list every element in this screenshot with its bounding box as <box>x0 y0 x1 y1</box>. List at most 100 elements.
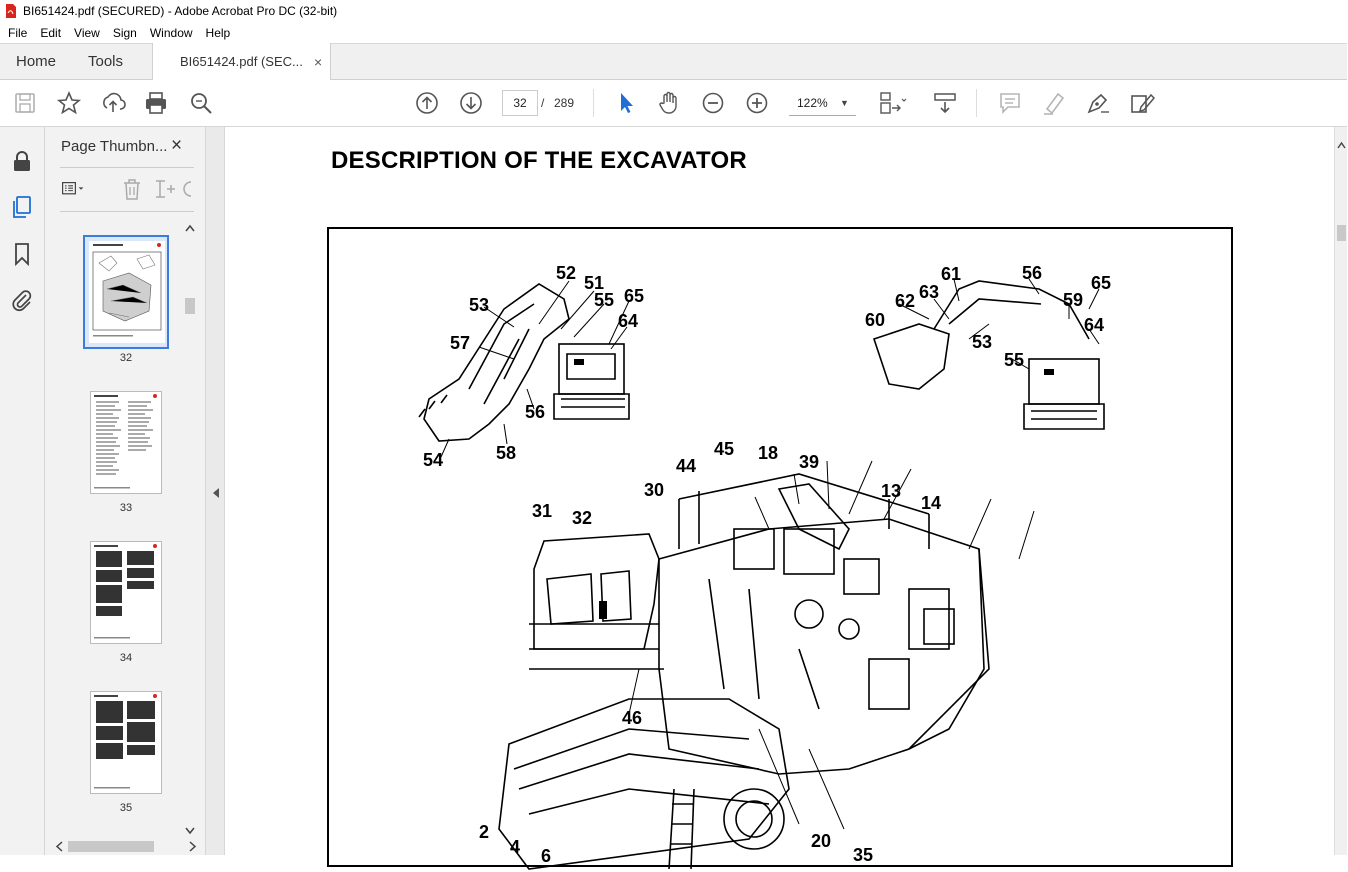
thumbnail-preview-image <box>94 544 157 639</box>
callout-label: 30 <box>644 480 665 500</box>
window-titlebar: BI651424.pdf (SECURED) - Adobe Acrobat P… <box>0 0 1347 22</box>
select-cursor-icon[interactable] <box>612 90 638 116</box>
callout-label: 62 <box>895 291 916 311</box>
thumbnail-preview-image <box>89 241 165 343</box>
bookmark-icon[interactable] <box>10 242 34 267</box>
callout-label: 51 <box>584 273 605 293</box>
hand-tool-icon[interactable] <box>656 90 682 116</box>
insert-page-icon[interactable] <box>153 178 177 200</box>
previous-page-icon[interactable] <box>414 90 440 116</box>
chevron-down-icon[interactable]: ▼ <box>840 98 849 108</box>
page-separator: / <box>541 96 545 110</box>
callout-label: 56 <box>1022 263 1043 283</box>
page-total: 289 <box>554 96 575 110</box>
panel-title: Page Thumbn... <box>61 138 168 155</box>
tabbar: Home Tools BI651424.pdf (SEC... × <box>0 43 1347 81</box>
callout-label: 53 <box>469 295 490 315</box>
thumbnail-page-35[interactable] <box>90 691 162 794</box>
thumbnail-label: 35 <box>119 802 133 814</box>
tab-close-button[interactable]: × <box>314 54 323 70</box>
tab-document[interactable]: BI651424.pdf (SEC... × <box>152 43 331 81</box>
thumbnail-page-32[interactable] <box>83 235 169 349</box>
thumbnail-page-34[interactable] <box>90 541 162 644</box>
window-title: BI651424.pdf (SECURED) - Adobe Acrobat P… <box>23 4 338 18</box>
thumbnail-options-icon[interactable] <box>61 178 85 200</box>
callout-label: 59 <box>1063 290 1084 310</box>
callout-label: 35 <box>853 845 874 865</box>
callout-label: 18 <box>758 443 779 463</box>
next-page-icon[interactable] <box>458 90 484 116</box>
pdf-app-icon <box>6 4 16 18</box>
zoom-out-icon[interactable] <box>700 90 726 116</box>
rotate-icon[interactable] <box>183 178 193 200</box>
page-number-input[interactable]: 32 <box>502 90 538 116</box>
left-rail <box>0 127 45 855</box>
callout-label: 65 <box>624 286 645 306</box>
attachment-icon[interactable] <box>10 288 34 312</box>
document-view[interactable]: DESCRIPTION OF THE EXCAVATOR <box>225 127 1334 870</box>
panel-close-button[interactable]: × <box>171 135 183 156</box>
thumbnails-hscrollbar[interactable] <box>52 838 200 855</box>
thumbnail-preview-image <box>94 394 157 489</box>
callout-label: 32 <box>572 508 593 528</box>
divider <box>60 167 194 168</box>
tab-home[interactable]: Home <box>16 53 57 70</box>
callout-label: 20 <box>811 831 832 851</box>
zoom-select[interactable]: 122% <box>789 90 856 116</box>
page-thumbnails-icon[interactable] <box>10 195 34 219</box>
callout-label: 61 <box>941 264 962 284</box>
thumbnail-page-33[interactable] <box>90 391 162 494</box>
callout-label: 14 <box>921 493 942 513</box>
scroll-mode-icon[interactable] <box>932 90 958 116</box>
collapse-panel-icon[interactable] <box>206 127 226 855</box>
callout-label: 54 <box>423 450 444 470</box>
menu-file[interactable]: File <box>8 25 28 40</box>
callout-label: 57 <box>450 333 471 353</box>
callout-label: 13 <box>881 481 902 501</box>
page-fit-icon[interactable] <box>878 90 907 116</box>
callout-label: 53 <box>972 332 993 352</box>
menu-edit[interactable]: Edit <box>40 25 62 40</box>
callout-label: 45 <box>714 439 735 459</box>
menu-help[interactable]: Help <box>205 25 231 40</box>
save-icon[interactable] <box>12 90 38 116</box>
callout-label: 6 <box>541 846 552 866</box>
upload-icon[interactable] <box>100 90 126 116</box>
callout-label: 64 <box>618 311 639 331</box>
delete-icon[interactable] <box>120 178 144 200</box>
tab-document-label: BI651424.pdf (SEC... <box>180 54 303 69</box>
highlight-icon[interactable] <box>1041 90 1067 116</box>
thumbnails-scrollbar[interactable] <box>183 222 197 837</box>
page-thumbnails-panel: Page Thumbn... × 32 <box>45 127 205 855</box>
divider <box>60 211 194 212</box>
page-title: DESCRIPTION OF THE EXCAVATOR <box>331 147 747 174</box>
find-zoom-icon[interactable] <box>188 90 214 116</box>
callout-label: 64 <box>1084 315 1105 335</box>
thumbnail-label: 33 <box>119 502 133 514</box>
comment-icon[interactable] <box>997 90 1023 116</box>
document-scrollbar[interactable] <box>1334 127 1347 855</box>
toolbar <box>0 80 1347 127</box>
callout-label: 4 <box>510 837 521 857</box>
tab-tools[interactable]: Tools <box>88 53 124 70</box>
callout-label: 55 <box>1004 350 1025 370</box>
lock-icon[interactable] <box>10 149 34 173</box>
thumbnail-label: 32 <box>119 352 133 364</box>
panel-splitter[interactable] <box>205 127 225 855</box>
callout-label: 46 <box>622 708 643 728</box>
zoom-in-icon[interactable] <box>744 90 770 116</box>
edit-form-icon[interactable] <box>1129 90 1156 116</box>
callout-label: 63 <box>919 282 940 302</box>
menu-sign[interactable]: Sign <box>112 25 137 40</box>
bookmark-star-icon[interactable] <box>56 90 82 116</box>
callout-label: 44 <box>676 456 697 476</box>
toolbar-separator <box>593 89 594 117</box>
print-icon[interactable] <box>143 90 169 116</box>
callout-label: 56 <box>525 402 546 422</box>
menu-view[interactable]: View <box>74 25 100 40</box>
callout-label: 31 <box>532 501 553 521</box>
callout-label: 55 <box>594 290 615 310</box>
menu-window[interactable]: Window <box>149 25 193 40</box>
sign-pen-icon[interactable] <box>1085 90 1111 116</box>
thumbnail-preview-image <box>94 694 157 789</box>
